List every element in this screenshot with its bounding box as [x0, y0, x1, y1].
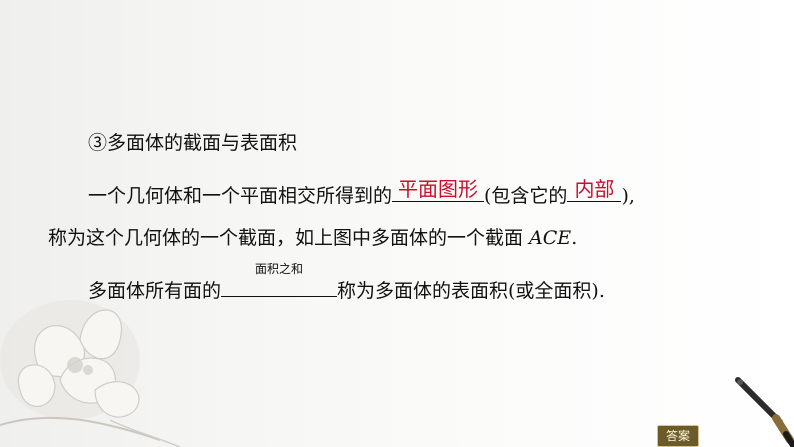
blank-3: 面积之和 [221, 262, 338, 297]
paragraph-3: 多面体所有面的 面积之和称为多面体的表面积(或全面积). [88, 262, 605, 303]
paragraph-1: 一个几何体和一个平面相交所得到的平面图形(包含它的内部), [88, 177, 635, 208]
blank-1-answer: 平面图形 [398, 177, 479, 201]
blank-2: 内部 [567, 177, 622, 202]
para2-after: . [571, 227, 578, 249]
answer-button[interactable]: 答案 [657, 425, 699, 447]
para3-before: 多面体所有面的 [88, 280, 222, 302]
heading-text: ③多面体的截面与表面积 [88, 132, 298, 154]
para1-before: 一个几何体和一个平面相交所得到的 [88, 185, 393, 207]
para3-after: 称为多面体的表面积(或全面积). [337, 280, 605, 302]
section-heading: ③多面体的截面与表面积 [88, 131, 297, 155]
blank-1: 平面图形 [392, 177, 485, 202]
para1-after: ), [621, 185, 635, 207]
paragraph-2: 称为这个几何体的一个截面，如上图中多面体的一个截面 ACE. [48, 226, 577, 250]
para2-before: 称为这个几何体的一个截面，如上图中多面体的一个截面 [48, 227, 530, 249]
calligraphy-brush-illustration [735, 377, 794, 447]
blank-3-answer: 面积之和 [255, 262, 304, 276]
section-label: ACE [529, 227, 572, 249]
para1-middle: (包含它的 [484, 185, 568, 207]
lotus-flower-illustration [0, 300, 181, 447]
blank-2-answer: 内部 [574, 177, 615, 201]
